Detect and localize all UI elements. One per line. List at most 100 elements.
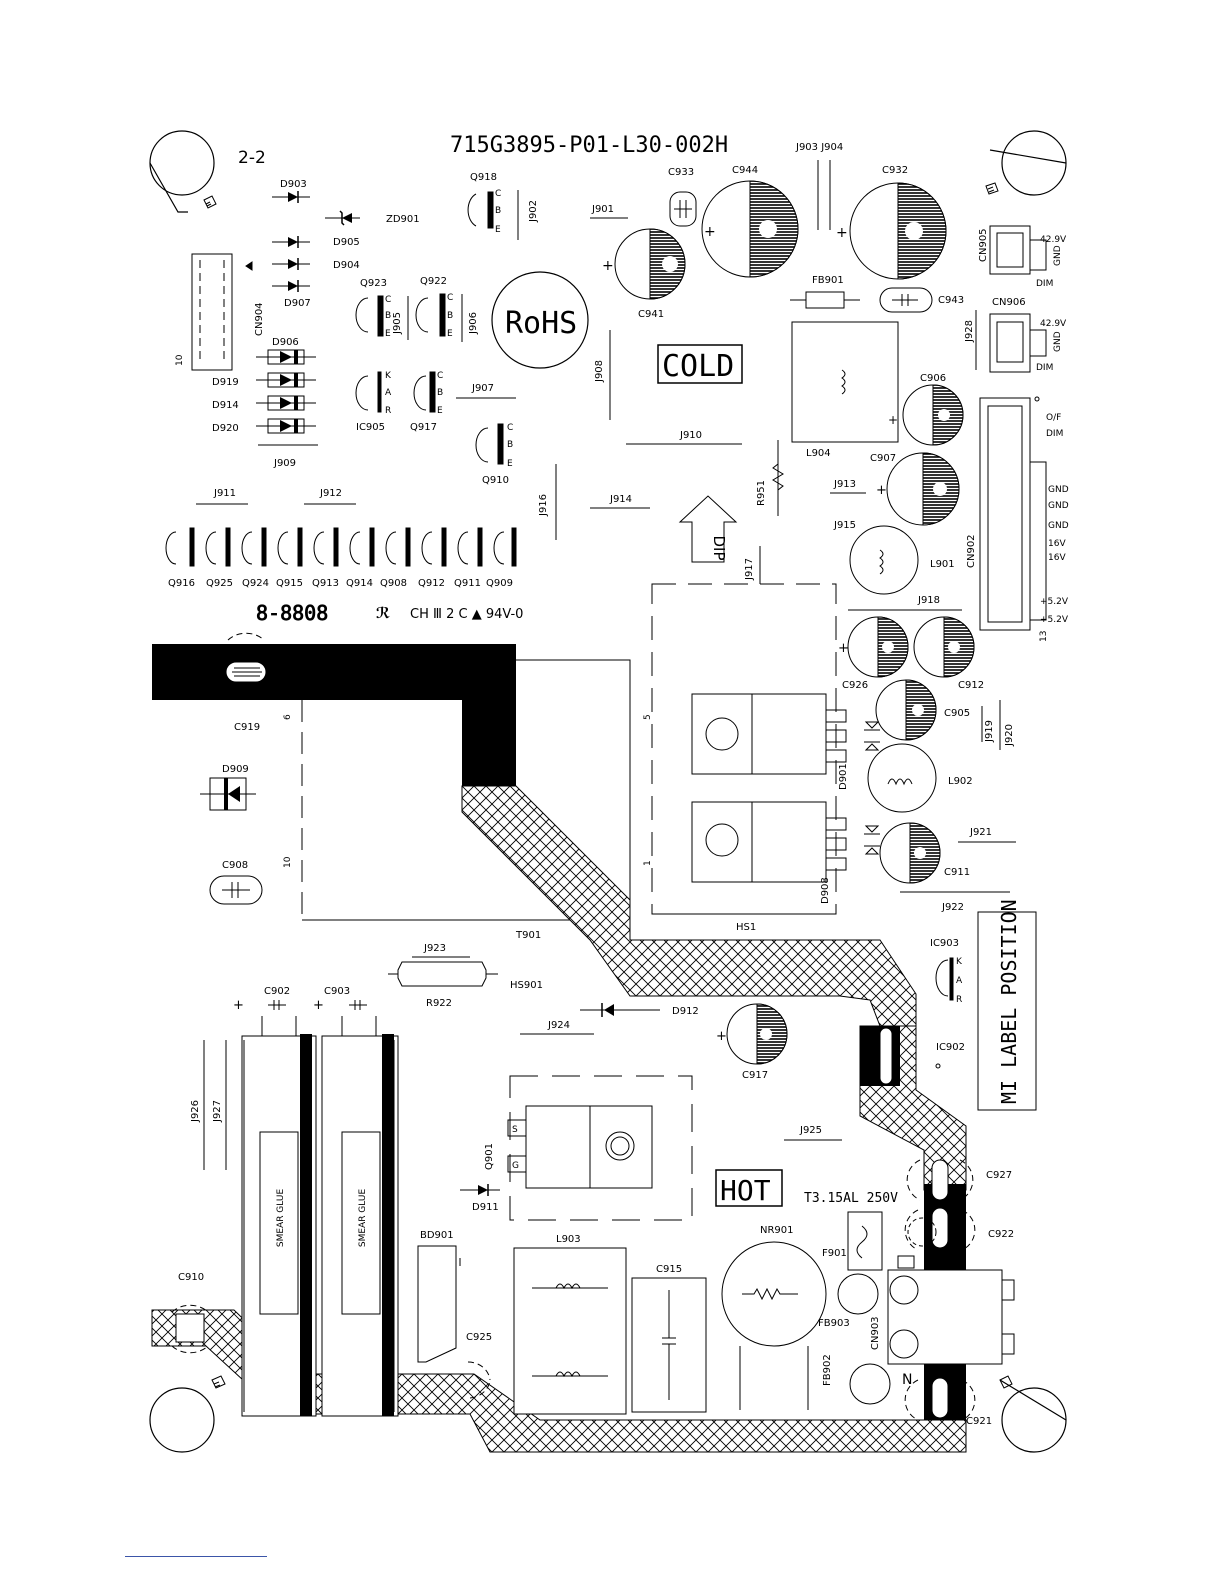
pin-c: C	[385, 295, 391, 305]
pin-b: B	[447, 311, 453, 321]
diodes-d901-snubber	[864, 721, 880, 855]
ref-j914: J914	[609, 494, 632, 505]
ref-j909: J909	[273, 458, 296, 469]
ref-c933: C933	[668, 167, 694, 178]
fuse-f901	[847, 1211, 883, 1271]
resistor-r922	[388, 961, 498, 987]
pin-r: R	[956, 995, 962, 1005]
diode-array-d906	[256, 349, 318, 446]
capacitor-c912	[913, 616, 975, 678]
part-number: 715G3895-P01-L30-002H	[450, 133, 728, 158]
ref-cn902: CN902	[966, 534, 977, 568]
dip-direction-arrow	[678, 495, 738, 563]
capacitor-c911	[879, 822, 941, 884]
footer-rule	[125, 1556, 267, 1557]
pin-k: K	[385, 371, 392, 381]
ref-d908: D908	[820, 877, 831, 904]
ref-c910: C910	[178, 1272, 204, 1283]
rohs-mark: RoHS	[505, 306, 577, 341]
ic-ic905	[355, 371, 382, 413]
ref-j928: J928	[964, 320, 975, 343]
pin-c: C	[495, 189, 501, 199]
ref-d905: D905	[333, 237, 360, 248]
pin-b: B	[507, 440, 513, 450]
capacitor-c926: +	[838, 616, 909, 678]
pin-b: B	[385, 311, 391, 321]
ref-c911: C911	[944, 867, 970, 878]
connector-cn904	[191, 253, 253, 371]
ref-j912: J912	[319, 488, 342, 499]
cn902-pin-of: O/F	[1046, 413, 1061, 423]
hot-zone-mark: HOT	[720, 1174, 771, 1207]
ref-j910: J910	[679, 430, 702, 441]
ref-l903: L903	[556, 1234, 581, 1245]
x-capacitor-c915	[631, 1277, 707, 1413]
ref-f901: F901	[822, 1248, 847, 1259]
ref-c919: C919	[234, 722, 260, 733]
inductor-l904: +	[791, 321, 899, 443]
ferrite-fb903	[837, 1273, 879, 1315]
ref-q901: Q901	[484, 1143, 495, 1170]
transistor-q917	[413, 371, 436, 413]
ref-c932: C932	[882, 165, 908, 176]
ref-r951: R951	[756, 480, 767, 506]
ref-c926: C926	[842, 680, 868, 691]
ul-approval-mark: CH Ⅲ 2 C ▲ 94V-0	[410, 607, 523, 622]
ref-d904: D904	[333, 260, 360, 271]
ref-zd901: ZD901	[386, 214, 420, 225]
ref-c915: C915	[656, 1264, 682, 1275]
pin-s: S	[512, 1125, 518, 1135]
ref-c912: C912	[958, 680, 984, 691]
capacitor-c919	[225, 661, 267, 683]
ref-j905: J905	[392, 312, 403, 335]
ref-j917: J917	[744, 558, 755, 581]
ref-cn904: CN904	[254, 302, 265, 336]
ref-j919: J919	[984, 720, 995, 743]
fuse-rating: T3.15AL 250V	[804, 1191, 898, 1206]
svg-text:+: +	[876, 483, 887, 498]
connector-cn902	[979, 396, 1047, 631]
ref-c906: C906	[920, 373, 946, 384]
diode-d904	[272, 258, 310, 270]
cn902-pin-5v2-1: +5.2V	[1040, 597, 1069, 607]
smear-glue-2: SMEAR GLUE	[358, 1189, 368, 1248]
ref-fb901: FB901	[812, 275, 844, 286]
pin-k: K	[956, 957, 963, 967]
resistor-r951	[772, 440, 784, 516]
ref-cn905: CN905	[978, 228, 989, 262]
ref-q911: Q911	[454, 578, 481, 589]
smear-glue-1: SMEAR GLUE	[276, 1189, 286, 1248]
transistor-q923	[355, 295, 384, 337]
ac-inlet-cn903	[887, 1269, 1015, 1365]
ref-t901: T901	[515, 930, 541, 941]
ferrite-fb902	[849, 1363, 891, 1405]
pin-g: G	[512, 1161, 519, 1171]
transformer-t901	[301, 659, 631, 921]
capacitor-outlines-right	[904, 1159, 976, 1421]
ref-nr901: NR901	[760, 1225, 794, 1236]
ref-j908: J908	[594, 360, 605, 383]
pin-a: A	[385, 388, 392, 398]
pin-a: A	[956, 976, 963, 986]
cn902-pin-5v2-2: +5.2V	[1040, 615, 1069, 625]
ref-j925: J925	[799, 1125, 822, 1136]
ref-ic903: IC903	[930, 938, 959, 949]
fuse-holder-outlines	[897, 1217, 937, 1269]
ref-q913: Q913	[312, 578, 339, 589]
label-position-box	[977, 911, 1037, 1111]
bridge-rectifier-bd901	[417, 1245, 461, 1363]
cn902-pin-gnd-1: GND	[1048, 485, 1069, 495]
capacitor-c907: +	[876, 452, 960, 526]
date-code: 8-8808	[256, 601, 328, 625]
cn902-pin13: 13	[1039, 631, 1049, 642]
ref-q914: Q914	[346, 578, 373, 589]
ref-d901: D901	[838, 763, 849, 790]
ref-j901: J901	[591, 204, 614, 215]
cn902-pin-16v-1: 16V	[1048, 539, 1066, 549]
ref-c925: C925	[466, 1332, 492, 1343]
diode-d912	[580, 1003, 660, 1017]
capacitor-c933	[669, 191, 697, 227]
ref-c908: C908	[222, 860, 248, 871]
svg-text:+: +	[888, 413, 898, 427]
